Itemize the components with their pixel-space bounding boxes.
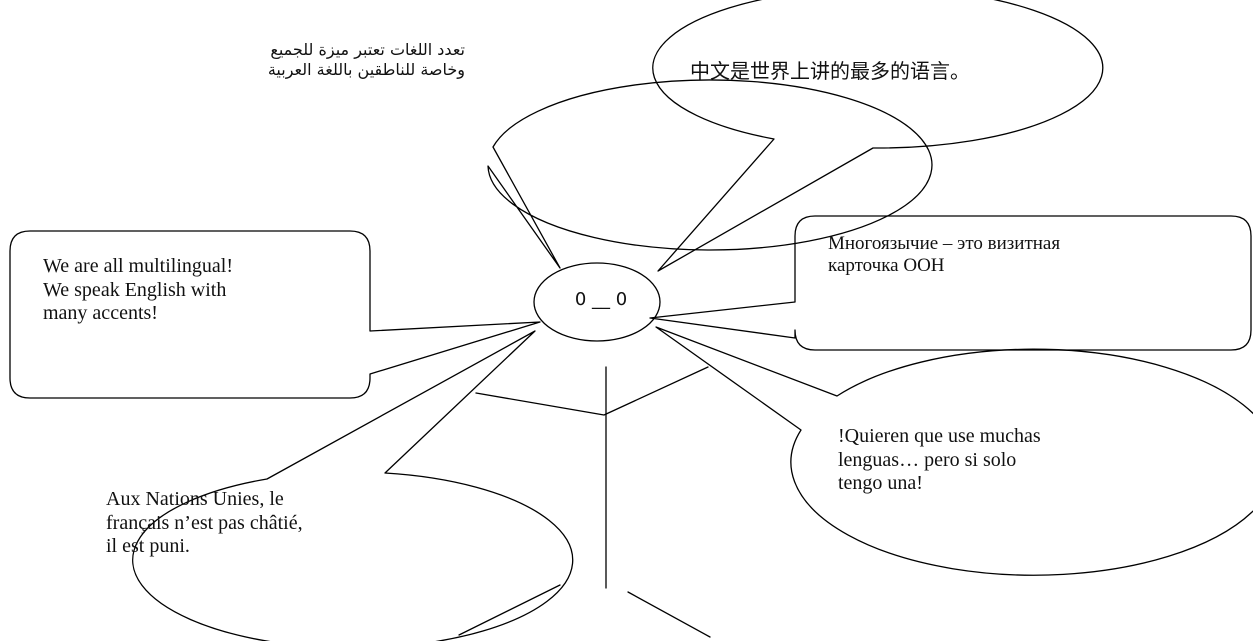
bubble-text-french: Aux Nations Unies, le français n’est pas… bbox=[106, 488, 303, 558]
speech-bubble-chinese bbox=[652, 0, 1104, 272]
stick-figure-face: 0 __ 0 bbox=[574, 289, 628, 310]
stick-figure-arms bbox=[475, 366, 709, 416]
speech-bubble-spanish bbox=[655, 326, 1253, 576]
stick-figure-left-leg bbox=[458, 584, 561, 636]
stick-figure-head bbox=[533, 262, 661, 342]
bubble-text-russian: Многоязычие – это визитная карточка ООН bbox=[828, 233, 1061, 277]
speech-bubble-french bbox=[132, 330, 574, 641]
bubble-text-arabic: تعدد اللغات تعتبر ميزة للجميع وخاصة للنا… bbox=[267, 40, 465, 79]
speech-bubble-arabic bbox=[487, 79, 933, 269]
bubble-text-spanish: !Quieren que use muchas lenguas… pero si… bbox=[838, 425, 1041, 495]
stick-figure-right-leg bbox=[627, 591, 711, 638]
bubble-text-english: We are all multilingual! We speak Englis… bbox=[43, 255, 233, 325]
bubble-text-chinese: 中文是世界上讲的最多的语言。 bbox=[690, 59, 970, 83]
speech-bubble-russian bbox=[649, 215, 1252, 351]
speech-bubble-english bbox=[9, 230, 541, 399]
